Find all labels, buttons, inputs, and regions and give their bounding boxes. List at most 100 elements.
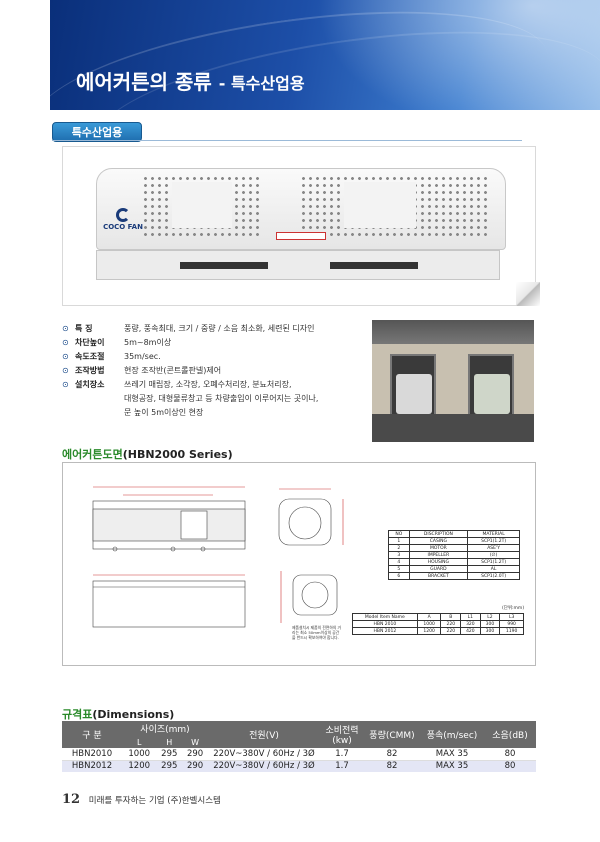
spec-section-title: 규격표(Dimensions)	[62, 706, 174, 722]
model-header: Model Item Name	[352, 613, 418, 621]
feature-label: 특 징	[75, 324, 93, 333]
feature-value-line: 대형공장, 대형물류창고 등 차량출입이 이루어지는 곳이나,	[124, 394, 319, 403]
feature-label: 차단높이	[75, 338, 105, 347]
drawing-title-en: (HBN2000 Series)	[122, 448, 233, 461]
model-cell: HBN 2010	[352, 620, 418, 628]
section-tag: 특수산업용	[52, 122, 142, 142]
air-curtain-base	[96, 250, 500, 280]
spec-cell-speed: MAX 35	[420, 748, 484, 761]
parts-cell: SCP1(1.2T)	[467, 558, 520, 566]
spec-cell-w: 290	[182, 760, 208, 772]
section-rule	[52, 140, 522, 141]
spec-header-noise: 소음(dB)	[484, 721, 536, 748]
parts-cell: 1	[388, 537, 410, 545]
model-cell: 1200	[416, 627, 442, 635]
header-banner: 에어커튼의 종류 - 특수산업용	[50, 0, 600, 110]
spec-title-en: (Dimensions)	[92, 708, 175, 721]
parts-cell: (∅)	[467, 551, 520, 559]
page-number: 12	[62, 792, 81, 807]
brand-plate	[276, 232, 326, 240]
model-cell: 300	[479, 620, 501, 628]
parts-cell: CASING	[408, 537, 469, 545]
banner-sheen	[280, 0, 600, 110]
mount-detail-impeller	[301, 581, 329, 609]
feature-label: 조작방법	[75, 366, 105, 375]
model-header: A	[416, 613, 442, 621]
spec-cell-h: 295	[156, 748, 183, 761]
brand-logo: COCO FAN	[100, 208, 146, 231]
model-cell: 220	[440, 627, 462, 635]
feature-value-line: 문 높이 5m이상인 현장	[124, 408, 204, 417]
spec-cell-kw: 1.7	[320, 760, 364, 772]
spec-header-airflow: 풍량(CMM)	[364, 721, 420, 748]
spec-header-w: W	[182, 736, 208, 748]
page-curl-corner	[516, 282, 540, 306]
callout-marker	[170, 546, 176, 552]
bullet-icon: ⊙	[62, 352, 69, 361]
parts-cell: 4	[388, 558, 410, 566]
feature-value: 5m~8m이상	[124, 338, 172, 347]
parts-header: NO	[388, 530, 410, 538]
feature-item: ⊙ 설치장소 쓰레기 매립장, 소각장, 오폐수처리장, 분뇨처리장, 대형공장…	[62, 378, 362, 420]
bullet-icon: ⊙	[62, 366, 69, 375]
parts-cell: SCP1(2.0T)	[467, 572, 520, 580]
feature-item: ⊙ 조작방법 현장 조작반(콘트롤판넬)제어	[62, 364, 362, 378]
spec-title-ko: 규격표	[62, 708, 93, 721]
spec-cell-model: HBN2010	[62, 748, 122, 761]
feature-value: 풍량, 풍속최대, 크기 / 중량 / 소음 최소화, 세련된 디자인	[124, 324, 315, 333]
spec-cell-db: 80	[484, 748, 536, 761]
feature-item: ⊙ 특 징 풍량, 풍속최대, 크기 / 중량 / 소음 최소화, 세련된 디자…	[62, 322, 362, 336]
photo-truck	[396, 374, 432, 414]
spec-cell-kw: 1.7	[320, 748, 364, 761]
model-cell: 990	[499, 620, 524, 628]
model-header: B	[440, 613, 462, 621]
parts-cell: 5	[388, 565, 410, 573]
drawing-title-ko: 에어커튼도면	[62, 448, 123, 461]
spec-header-size: 사이즈(mm)	[122, 721, 208, 736]
parts-cell: GUARD	[408, 565, 469, 573]
model-cell: 420	[460, 627, 481, 635]
model-cell: 300	[479, 627, 501, 635]
spec-cell-power: 220V~380V / 60Hz / 3Ø	[208, 760, 320, 772]
spec-cell-l: 1200	[122, 760, 157, 772]
drawing-svg	[92, 486, 344, 628]
mount-detail-outline	[292, 574, 338, 616]
model-cell: 1000	[416, 620, 442, 628]
spec-cell-cmm: 82	[364, 760, 420, 772]
photo-floor	[372, 414, 534, 442]
installation-photo	[372, 320, 534, 442]
feature-value: 쓰레기 매립장, 소각장, 오폐수처리장, 분뇨처리장, 대형공장, 대형물류창…	[124, 378, 362, 420]
spec-header-l: L	[122, 736, 157, 748]
bullet-icon: ⊙	[62, 324, 69, 333]
feature-label: 속도조절	[75, 352, 105, 361]
spec-subheader-row: L H W	[62, 736, 536, 748]
spec-header-consumption: 소비전력(kw)	[320, 721, 364, 748]
bottom-view-outline	[92, 580, 246, 628]
spec-cell-l: 1000	[122, 748, 157, 761]
feature-value: 현장 조작반(콘트롤판넬)제어	[124, 366, 222, 375]
callout-marker	[200, 546, 206, 552]
spec-cell-w: 290	[182, 748, 208, 761]
spec-cell-speed: MAX 35	[420, 760, 484, 772]
parts-cell: MOTOR	[408, 544, 469, 552]
side-view-impeller	[288, 506, 322, 540]
bullet-icon: ⊙	[62, 380, 69, 389]
model-header-row: Model Item Name A B L1 L2 L3	[352, 613, 524, 621]
photo-truck	[474, 374, 510, 414]
air-outlet-slot	[330, 262, 418, 269]
spec-header-row: 구 분 사이즈(mm) 전원(V) 소비전력(kw) 풍량(CMM) 풍속(m/…	[62, 721, 536, 748]
page-footer: 12 미래를 투자하는 기업 (주)한벨시스템	[62, 792, 221, 807]
model-cell: 320	[460, 620, 481, 628]
page-title-main: 에어커튼의 종류	[76, 70, 212, 94]
spec-cell-power: 220V~380V / 60Hz / 3Ø	[208, 748, 320, 761]
spec-header-speed: 풍속(m/sec)	[420, 721, 484, 748]
spec-cell-h: 295	[156, 760, 183, 772]
model-cell: 1190	[499, 627, 524, 635]
spec-header-power: 전원(V)	[208, 721, 320, 748]
page-title-sub: - 특수산업용	[218, 74, 305, 93]
